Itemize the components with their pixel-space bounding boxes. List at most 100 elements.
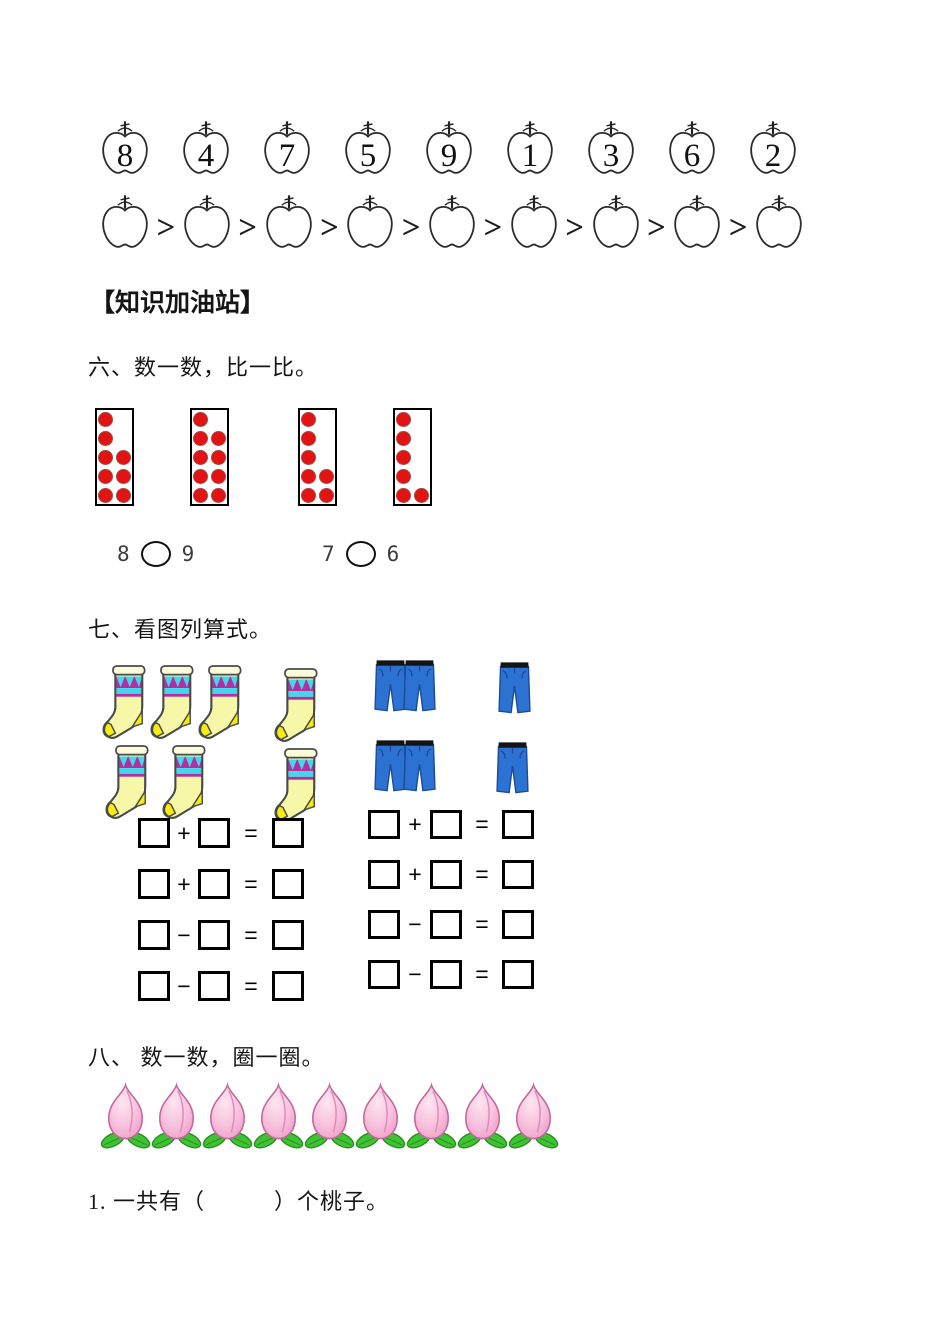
red-dot [320, 470, 333, 483]
equation-box[interactable] [272, 869, 304, 899]
apple-blank[interactable] [509, 190, 559, 256]
equation-box[interactable] [502, 960, 534, 989]
peach-icon [406, 1082, 457, 1149]
equation-row: += [138, 869, 304, 899]
equation-box[interactable] [198, 971, 230, 1001]
comparison-circle[interactable] [140, 541, 171, 567]
equation-box[interactable] [430, 860, 462, 889]
red-dot [99, 432, 112, 445]
red-dot [212, 432, 225, 445]
comparison-left-number: 8 [117, 542, 130, 566]
peach-icon [457, 1082, 508, 1149]
equation-box[interactable] [368, 910, 400, 939]
equation-box[interactable] [138, 920, 170, 950]
apple-icon [426, 121, 472, 174]
section-seven-title: 七、看图列算式。 [88, 617, 273, 642]
equals-sign: = [244, 972, 258, 999]
equation-box[interactable] [272, 920, 304, 950]
apple-icon [592, 195, 639, 248]
greater-than-sign: > [483, 210, 503, 246]
peach-icon [253, 1082, 304, 1149]
dot-box-row [95, 408, 495, 508]
equation-box[interactable] [368, 960, 400, 989]
equations-right-column: +=+=−=−= [368, 810, 534, 1010]
apple-blank[interactable] [672, 190, 722, 256]
equation-box[interactable] [430, 810, 462, 839]
greater-than-sign: > [646, 210, 666, 246]
peach-icon [100, 1082, 151, 1149]
apple-blank[interactable] [182, 190, 232, 256]
pants-icon [498, 662, 531, 714]
red-dot [212, 451, 225, 464]
equation-row: −= [368, 960, 534, 989]
peach-icon [304, 1082, 355, 1150]
operator-sign: + [408, 811, 422, 837]
equation-box[interactable] [138, 971, 170, 1001]
apple-number-label: 2 [764, 138, 782, 174]
equation-row: += [368, 860, 534, 889]
booster-heading: 【知识加油站】 [90, 289, 266, 317]
equation-row: += [368, 810, 534, 839]
equation-box[interactable] [430, 910, 462, 939]
apple-number-label: 7 [278, 138, 296, 174]
apple-with-number: 2 [748, 116, 798, 182]
equals-sign: = [244, 921, 258, 948]
red-dot [397, 413, 410, 426]
apple-icon [264, 121, 310, 174]
red-dot [302, 413, 315, 426]
apple-icon [347, 195, 393, 248]
apple-blank[interactable] [427, 190, 477, 256]
greater-than-sign: > [401, 210, 421, 246]
peach-icon [355, 1082, 406, 1150]
equation-box[interactable] [430, 960, 462, 989]
sock-icon [198, 665, 242, 739]
peach-icon [202, 1082, 253, 1150]
equals-sign: = [475, 861, 489, 887]
red-dot [302, 432, 315, 445]
sock-icon [160, 743, 208, 820]
apple-number-label: 6 [683, 138, 701, 174]
comparison-circle[interactable] [345, 541, 376, 567]
apple-number-label: 1 [521, 138, 539, 174]
comparison-right-number: 9 [181, 542, 195, 566]
equation-box[interactable] [272, 971, 304, 1001]
equation-box[interactable] [138, 869, 170, 899]
equation-box[interactable] [198, 920, 230, 950]
comparison-left-number: 7 [322, 542, 335, 566]
peach-icon [304, 1082, 355, 1149]
equation-box[interactable] [502, 860, 534, 889]
red-dot [397, 432, 410, 445]
apple-with-number: 4 [181, 116, 231, 182]
operator-sign: − [408, 911, 422, 937]
equation-box[interactable] [198, 869, 230, 899]
apple-blank[interactable] [345, 190, 395, 256]
equation-box[interactable] [368, 860, 400, 889]
operator-sign: + [408, 861, 422, 887]
apple-icon [102, 195, 148, 248]
equation-box[interactable] [368, 810, 400, 839]
equation-box[interactable] [198, 818, 230, 848]
apple-icon [183, 121, 229, 174]
equation-box[interactable] [502, 910, 534, 939]
apple-with-number: 1 [505, 116, 555, 182]
sock-icon [272, 666, 320, 743]
peach-icon [151, 1082, 202, 1149]
equation-box[interactable] [272, 818, 304, 848]
apple-blank[interactable] [754, 190, 804, 256]
red-dot [302, 470, 315, 483]
red-dot [320, 489, 333, 502]
equation-box[interactable] [502, 810, 534, 839]
apple-blank[interactable] [591, 190, 641, 256]
sock-icon [274, 748, 318, 822]
apple-with-number: 7 [262, 116, 312, 182]
peach-icon [508, 1082, 559, 1150]
apple-blank[interactable] [264, 190, 314, 256]
apple-icon [750, 121, 796, 174]
ordering-apple-row: > > > > > [100, 190, 804, 256]
apple-blank[interactable] [100, 190, 150, 256]
peach-icon [253, 1082, 304, 1150]
equals-sign: = [475, 911, 489, 937]
equation-box[interactable] [138, 818, 170, 848]
equations-left-column: +=+=−=−= [138, 818, 304, 1022]
equation-row: −= [368, 910, 534, 939]
